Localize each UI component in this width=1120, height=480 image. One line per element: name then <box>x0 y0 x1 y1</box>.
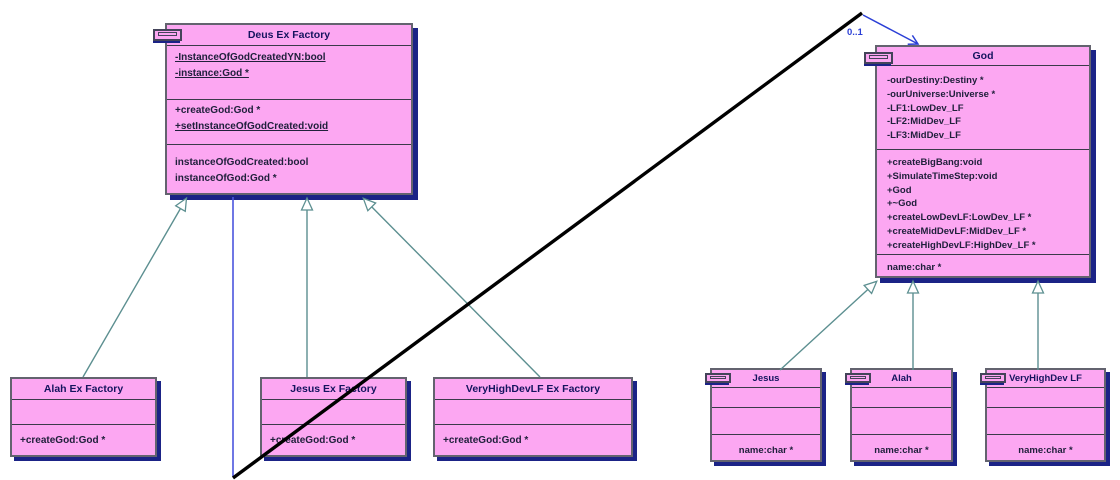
class-alah[interactable]: Alah name:char * <box>845 368 953 462</box>
generalization-arrow <box>779 280 878 371</box>
class-title: Alah <box>891 373 912 384</box>
generalization-arrow <box>82 196 188 378</box>
class-veryhighdevlf-ex-factory[interactable]: VeryHighDevLF Ex Factory +createGod:God … <box>433 377 633 457</box>
method-row: +God <box>887 184 912 196</box>
property-row: name:char * <box>887 262 942 273</box>
attribute-row: -LF1:LowDev_LF <box>887 102 964 114</box>
property-row: name:char * <box>738 445 794 456</box>
attributes-compartment <box>987 387 1104 407</box>
attributes-compartment: -InstanceOfGodCreatedYN:bool -instance:G… <box>167 45 411 99</box>
methods-compartment <box>852 407 951 434</box>
class-icon <box>980 373 1006 383</box>
method-row: +createGod:God * <box>443 435 529 446</box>
attribute-row: -ourUniverse:Universe * <box>887 88 996 100</box>
properties-compartment: name:char * <box>877 254 1089 276</box>
attribute-row: -instance:God * <box>175 68 249 79</box>
class-title: Deus Ex Factory <box>247 29 331 41</box>
methods-compartment: +createBigBang:void +SimulateTimeStep:vo… <box>877 149 1089 254</box>
attributes-compartment: -ourDestiny:Destiny * -ourUniverse:Unive… <box>877 65 1089 149</box>
class-jesus[interactable]: Jesus name:char * <box>705 368 822 462</box>
association-arrow <box>862 14 920 45</box>
methods-compartment: +createGod:God * <box>262 424 405 455</box>
class-icon <box>845 373 871 383</box>
properties-compartment: name:char * <box>712 434 820 460</box>
property-row: instanceOfGodCreated:bool <box>175 157 309 168</box>
attribute-row: -LF3:MidDev_LF <box>887 130 961 142</box>
class-title: Alah Ex Factory <box>43 383 124 395</box>
class-title: Jesus Ex Factory <box>290 383 377 395</box>
class-jesus-ex-factory[interactable]: Jesus Ex Factory +createGod:God * <box>260 377 407 457</box>
method-row: +createLowDevLF:LowDev_LF * <box>887 212 1032 224</box>
method-row: +~God <box>887 198 918 210</box>
method-row: +createGod:God * <box>175 105 261 116</box>
attributes-compartment <box>12 399 155 424</box>
method-row: +createBigBang:void <box>887 157 983 168</box>
class-alah-ex-factory[interactable]: Alah Ex Factory +createGod:God * <box>10 377 157 457</box>
properties-compartment: name:char * <box>987 434 1104 460</box>
methods-compartment <box>987 407 1104 434</box>
class-title: VeryHighDev LF <box>1009 373 1082 384</box>
method-row: +setInstanceOfGodCreated:void <box>175 121 329 132</box>
method-row: +createGod:God * <box>270 435 356 446</box>
property-row: instanceOfGod:God * <box>175 173 277 184</box>
class-veryhighdev-lf[interactable]: VeryHighDev LF name:char * <box>980 368 1106 462</box>
generalization-arrow <box>362 197 541 378</box>
class-icon <box>153 29 182 41</box>
attributes-compartment <box>712 387 820 407</box>
method-row: +createMidDevLF:MidDev_LF * <box>887 225 1027 237</box>
class-icon <box>705 373 731 383</box>
class-icon <box>864 52 893 64</box>
attribute-row: -ourDestiny:Destiny * <box>887 75 984 86</box>
attributes-compartment <box>262 399 405 424</box>
class-title: VeryHighDevLF Ex Factory <box>465 383 601 395</box>
method-row: +createHighDevLF:HighDev_LF * <box>887 239 1036 251</box>
methods-compartment <box>712 407 820 434</box>
method-row: +createGod:God * <box>20 435 106 446</box>
properties-compartment: instanceOfGodCreated:bool instanceOfGod:… <box>167 144 411 193</box>
multiplicity-label: 0..1 <box>847 27 863 38</box>
attribute-row: -LF2:MidDev_LF <box>887 116 961 128</box>
property-row: name:char * <box>1018 445 1073 456</box>
methods-compartment: +createGod:God * +setInstanceOfGodCreate… <box>167 99 411 144</box>
property-row: name:char * <box>874 445 929 456</box>
class-deus-ex-factory[interactable]: Deus Ex Factory -InstanceOfGodCreatedYN:… <box>153 23 413 195</box>
class-title: God <box>972 50 994 62</box>
method-row: +SimulateTimeStep:void <box>887 170 998 182</box>
attribute-row: -InstanceOfGodCreatedYN:bool <box>175 52 326 63</box>
attributes-compartment <box>435 399 631 424</box>
methods-compartment: +createGod:God * <box>12 424 155 455</box>
class-god[interactable]: God -ourDestiny:Destiny * -ourUniverse:U… <box>864 45 1091 278</box>
properties-compartment: name:char * <box>852 434 951 460</box>
methods-compartment: +createGod:God * <box>435 424 631 455</box>
attributes-compartment <box>852 387 951 407</box>
